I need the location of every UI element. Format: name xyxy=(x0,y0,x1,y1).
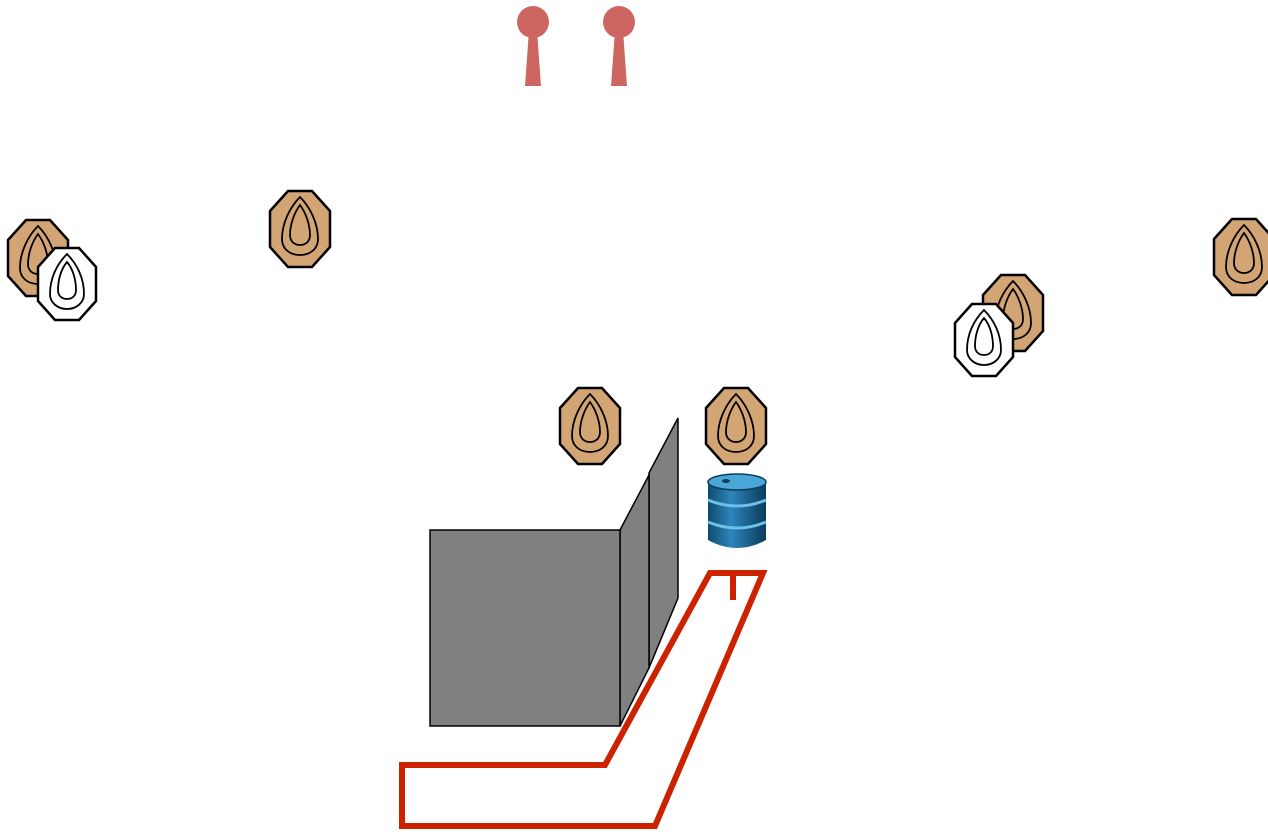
no-shoot-target-icon xyxy=(36,246,98,322)
popper-icon xyxy=(517,6,549,86)
shooting-area-icon xyxy=(399,570,768,829)
wall-icon xyxy=(429,417,679,727)
popper-icon xyxy=(603,6,635,86)
paper-target-icon xyxy=(558,386,622,466)
no-shoot-target-icon xyxy=(953,302,1015,378)
paper-target-icon xyxy=(268,189,332,269)
barrel-icon xyxy=(707,473,767,548)
paper-target-icon xyxy=(1212,217,1268,297)
paper-target-icon xyxy=(704,386,768,466)
